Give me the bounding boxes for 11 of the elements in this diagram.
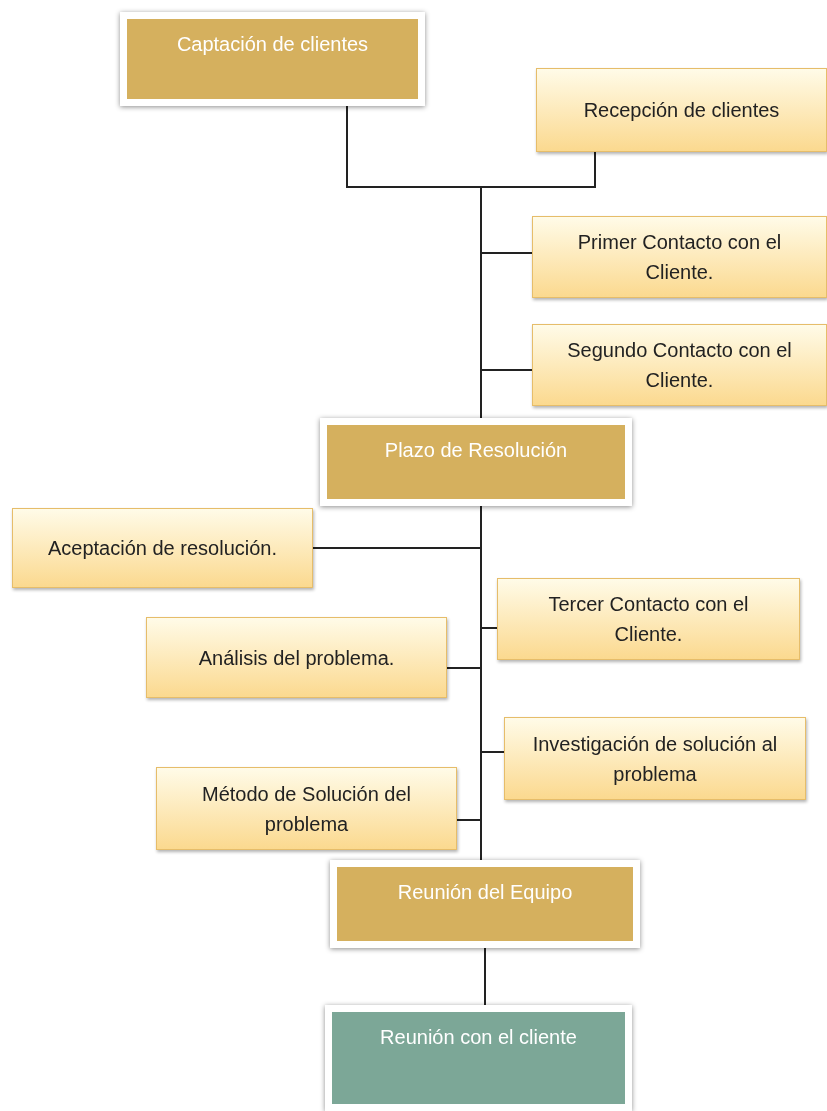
- process-box: Tercer Contacto con el Cliente.: [497, 578, 800, 660]
- process-box: Recepción de clientes: [536, 68, 827, 152]
- connector-line: [484, 947, 486, 1006]
- connector-line: [480, 369, 533, 419]
- process-box: Segundo Contacto con el Cliente.: [532, 324, 827, 406]
- connector-line: [480, 505, 482, 861]
- process-box: Método de Solución del problema: [156, 767, 457, 850]
- process-box: Análisis del problema.: [146, 617, 447, 698]
- process-box: Investigación de solución al problema: [504, 717, 806, 800]
- process-box: Primer Contacto con el Cliente.: [532, 216, 827, 298]
- process-box: Aceptación de resolución.: [12, 508, 313, 588]
